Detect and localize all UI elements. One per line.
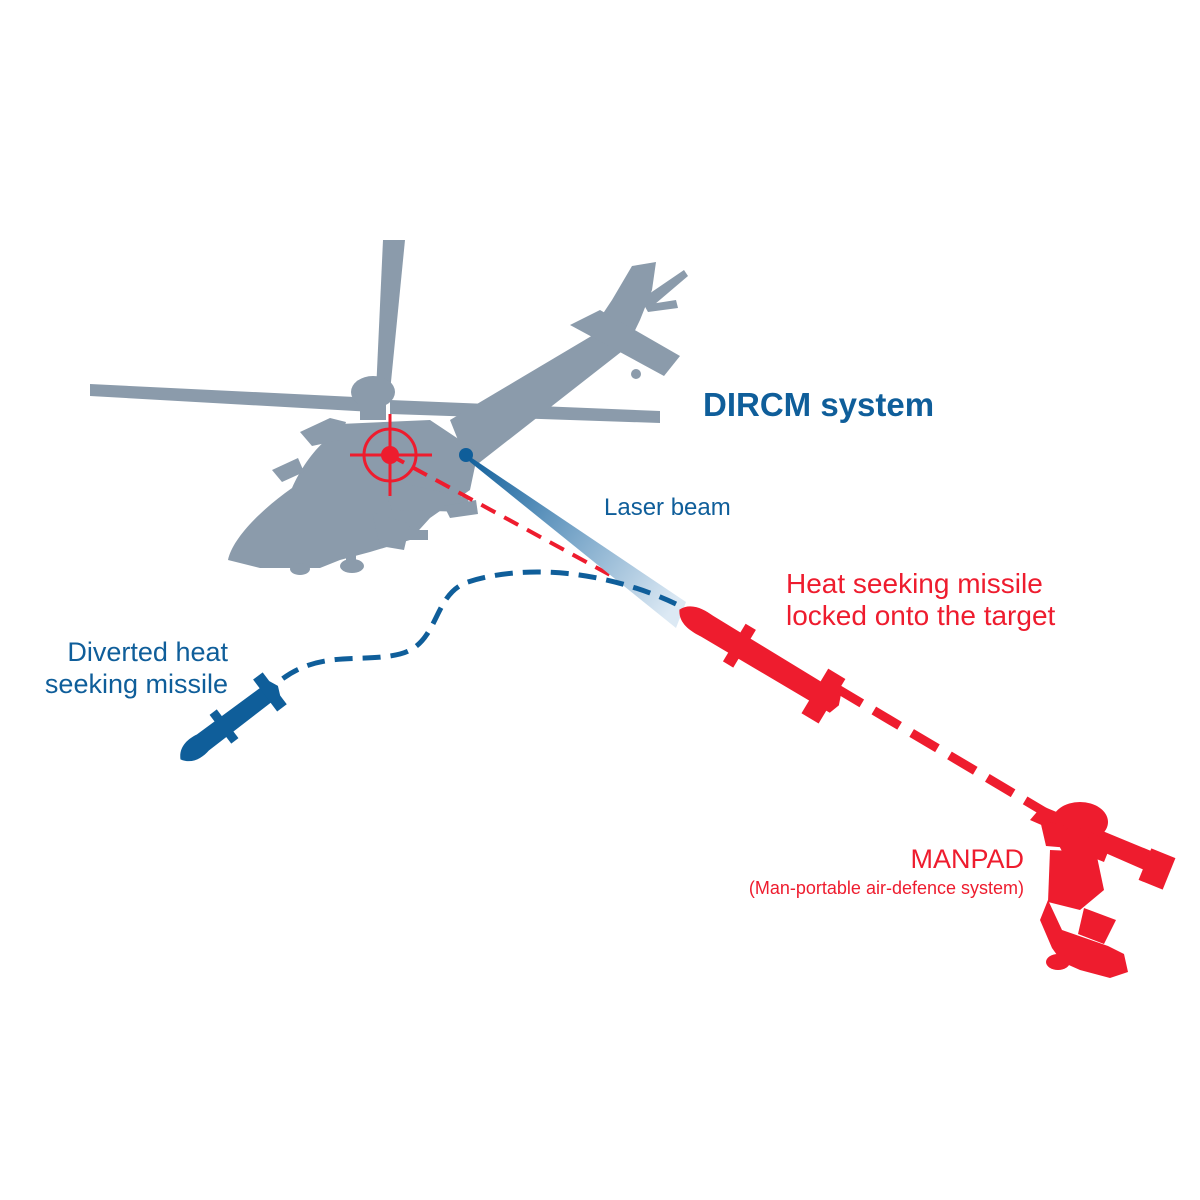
laser-beam-label: Laser beam [604,494,731,521]
diverted-missile-label: Diverted heat seeking missile [45,636,228,700]
manpad-subtitle: (Man-portable air-defence system) [748,878,1024,898]
missile-icon [679,606,846,724]
locked-missile-label-line2: locked onto the target [786,600,1056,631]
diverted-trajectory [274,569,678,686]
dircm-turret-icon [459,448,473,462]
missile-icon [180,672,287,762]
missile-launch-path [833,684,1051,818]
manpad-label: MANPAD [910,844,1024,874]
diagram-title: DIRCM system [703,386,935,423]
locked-missile-label-line1: Heat seeking missile [786,568,1043,599]
locked-missile-label: Heat seeking missile locked onto the tar… [786,568,1055,632]
diverted-missile-label-line2: seeking missile [44,669,228,699]
laser-beam [463,452,686,628]
crosshair-center [381,446,399,464]
soldier-icon [1030,802,1176,978]
helicopter-icon [90,240,688,575]
diverted-missile-label-line1: Diverted heat [67,637,228,667]
